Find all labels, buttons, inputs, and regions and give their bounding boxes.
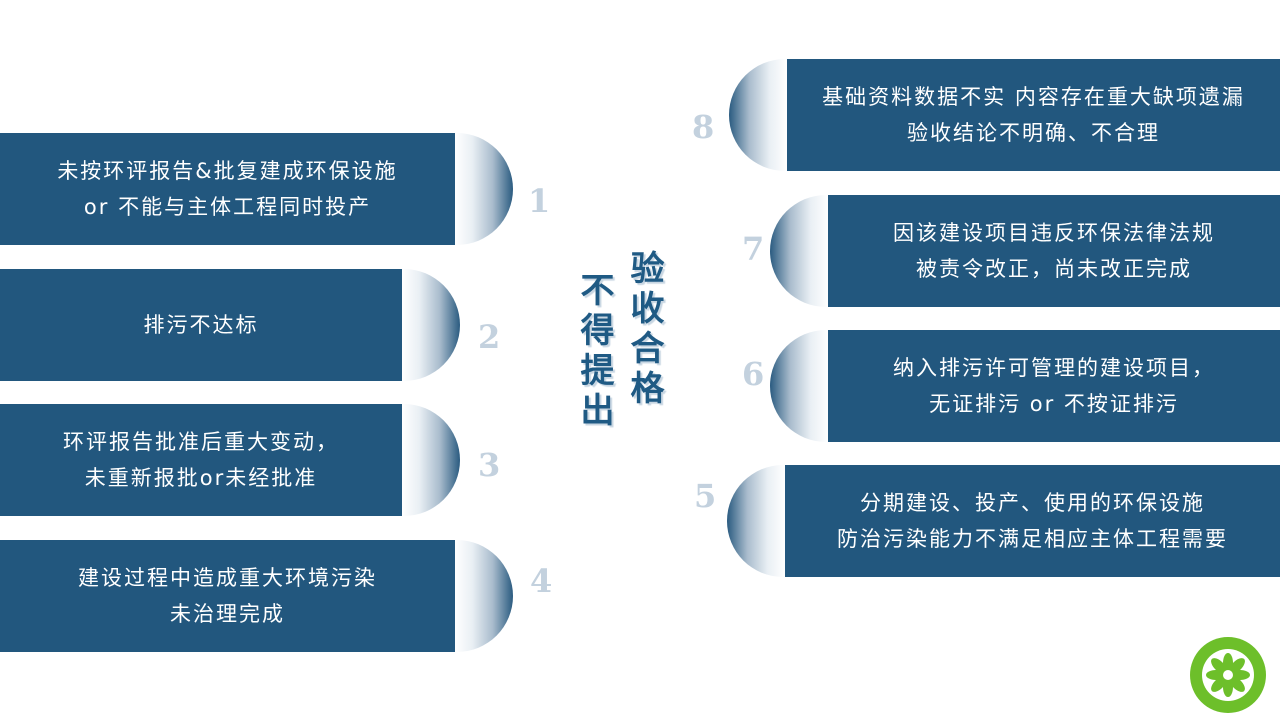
right-card-6-cap — [770, 330, 828, 442]
right-card-5-cap — [727, 465, 785, 577]
right-card-8: 基础资料数据不实 内容存在重大缺项遗漏验收结论不明确、不合理 — [787, 59, 1280, 171]
card-7-line-2: 被责令改正，尚未改正完成 — [916, 257, 1192, 281]
left-card-3-cap — [402, 404, 460, 516]
right-card-6: 纳入排污许可管理的建设项目， 无证排污 or 不按证排污 — [828, 330, 1280, 442]
left-card-4: 建设过程中造成重大环境污染未治理完成 — [0, 540, 455, 652]
center-title-not-proposed: 不得提出 — [574, 272, 614, 432]
card-1-line-2: or 不能与主体工程同时投产 — [83, 195, 372, 219]
left-card-4-cap — [455, 540, 513, 652]
card-4-line-2: 未治理完成 — [170, 602, 285, 626]
item-number-3: 3 — [478, 446, 501, 484]
card-5-line-2: 防治污染能力不满足相应主体工程需要 — [837, 527, 1228, 551]
card-8-line-1: 基础资料数据不实 内容存在重大缺项遗漏 — [822, 85, 1245, 109]
item-number-2: 2 — [478, 318, 501, 356]
card-5-line-1: 分期建设、投产、使用的环保设施 — [860, 491, 1205, 515]
card-6-line-1: 纳入排污许可管理的建设项目， — [893, 356, 1215, 380]
right-card-7: 因该建设项目违反环保法律法规被责令改正，尚未改正完成 — [828, 195, 1280, 307]
item-number-4: 4 — [530, 562, 553, 600]
left-card-1-cap — [455, 133, 513, 245]
right-card-8-cap — [729, 59, 787, 171]
item-number-7: 7 — [742, 230, 765, 268]
item-number-1: 1 — [528, 182, 551, 220]
card-8-line-2: 验收结论不明确、不合理 — [907, 121, 1160, 145]
card-6-line-2: 无证排污 or 不按证排污 — [929, 392, 1179, 416]
item-number-5: 5 — [694, 477, 717, 515]
center-title-verified: 验收合格 — [624, 250, 664, 410]
green-flower-logo-icon — [1188, 635, 1268, 715]
card-4-line-1: 建设过程中造成重大环境污染 — [78, 566, 377, 590]
item-number-8: 8 — [692, 108, 715, 146]
right-card-7-cap — [770, 195, 828, 307]
card-7-line-1: 因该建设项目违反环保法律法规 — [893, 221, 1215, 245]
card-3-line-2: 未重新报批or未经批准 — [84, 466, 318, 490]
right-card-5: 分期建设、投产、使用的环保设施防治污染能力不满足相应主体工程需要 — [785, 465, 1280, 577]
left-card-3: 环评报告批准后重大变动， 未重新报批or未经批准 — [0, 404, 402, 516]
item-number-6: 6 — [742, 355, 765, 393]
card-1-line-1: 未按环评报告&批复建成环保设施 — [57, 159, 398, 183]
left-card-2: 排污不达标 — [0, 269, 402, 381]
left-card-1: 未按环评报告&批复建成环保设施 or 不能与主体工程同时投产 — [0, 133, 455, 245]
card-2-line-1: 排污不达标 — [143, 313, 259, 337]
card-3-line-1: 环评报告批准后重大变动， — [63, 430, 339, 454]
left-card-2-cap — [402, 269, 460, 381]
